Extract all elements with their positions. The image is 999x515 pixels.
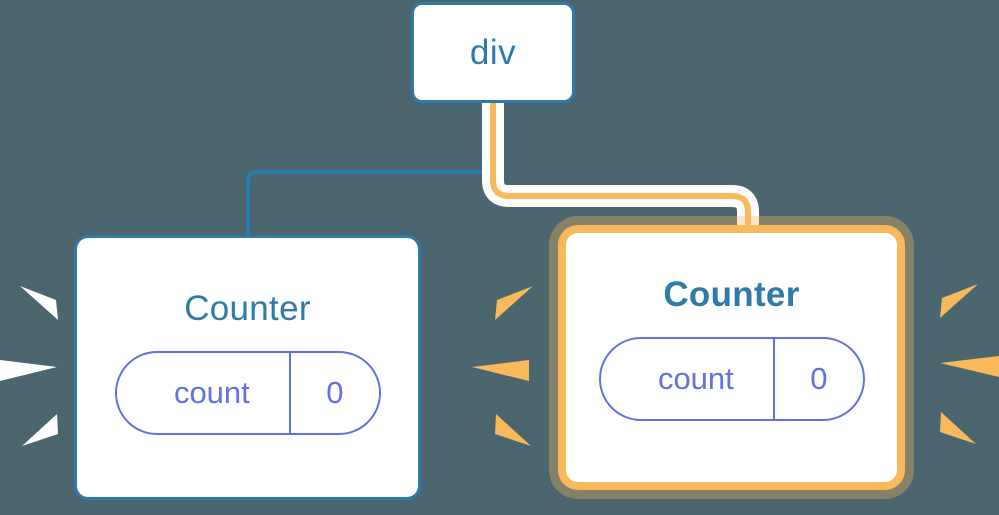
burst-group-left-counter-left: [0, 286, 58, 446]
state-key-label: count: [657, 361, 734, 396]
node-label-counter-left: Counter: [184, 289, 311, 328]
burst-ray-upper-icon: [20, 286, 58, 320]
state-pill-counter-left: count 0: [114, 351, 381, 435]
burst-ray-middle-icon: [940, 356, 999, 377]
burst-ray-upper-icon: [940, 284, 978, 318]
edge-div-to-counter-left: [246, 98, 495, 242]
node-counter-right[interactable]: Counter count 0: [558, 225, 905, 490]
burst-ray-lower-icon: [940, 412, 976, 444]
node-label-counter-right: Counter: [663, 275, 800, 314]
burst-ray-middle-icon: [0, 360, 57, 381]
node-root-div[interactable]: div: [411, 2, 575, 103]
node-counter-left[interactable]: Counter count 0: [74, 235, 421, 500]
state-pill-counter-right: count 0: [598, 337, 865, 421]
state-key-label: count: [173, 375, 250, 410]
state-value-label: 0: [289, 353, 378, 433]
burst-ray-middle-icon: [472, 360, 529, 381]
burst-ray-upper-icon: [495, 286, 533, 320]
burst-ray-lower-icon: [495, 414, 531, 446]
burst-ray-lower-icon: [22, 414, 58, 446]
node-label-div: div: [469, 32, 517, 72]
burst-group-left-counter-right: [940, 284, 999, 444]
burst-group-right-counter-left: [472, 286, 533, 446]
state-value-label: 0: [773, 339, 862, 419]
